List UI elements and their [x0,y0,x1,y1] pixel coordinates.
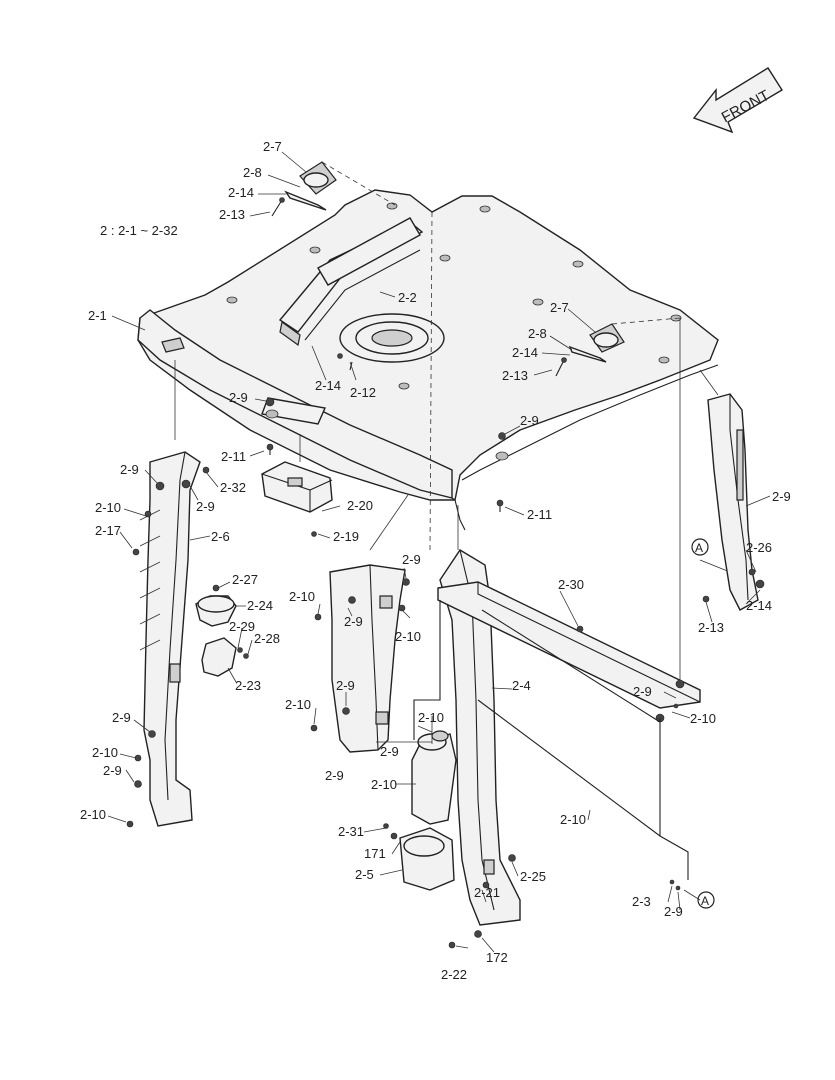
part-label: 2-32 [220,480,246,495]
part-label: 172 [486,950,508,965]
leader-lines [107,151,771,953]
part-label: 2-22 [441,967,467,982]
part-label: 171 [364,846,386,861]
part-label: 2-11 [527,507,552,522]
rear-frame-rod [413,600,689,880]
part-label: 2-13 [219,207,245,222]
part-label: 2-25 [520,869,546,884]
part-label: 2-10 [289,589,315,604]
part-label: 2-3 [632,894,651,909]
part-label: 2-10 [80,807,106,822]
alignment-lines [174,161,751,680]
part-label: 2-9 [336,678,355,693]
part-label: 2-13 [698,620,724,635]
part-label: 2-9 [664,904,683,919]
reference-mark-a: A A [669,538,715,909]
part-label: 2-29 [229,619,255,634]
part-label: 2-8 [243,165,262,180]
svg-text:A: A [701,894,709,908]
part-label: 2-9 [196,499,215,514]
part-label: 2-6 [211,529,230,544]
left-front-pillar [126,451,210,828]
part-label: 2-20 [347,498,373,513]
part-label: 2-9 [633,684,652,699]
part-label: 2-23 [235,678,261,693]
front-direction-arrow: FRONT [692,67,783,134]
part-label: 2-28 [254,631,280,646]
part-label: 2-12 [350,385,376,400]
part-label: 2-1 [88,308,107,323]
part-label: 2-7 [263,139,282,154]
part-label: 2-14 [512,345,538,360]
part-label: 2-9 [325,768,344,783]
part-label: 2-30 [558,577,584,592]
part-label: 2-10 [418,710,444,725]
part-label: 2-21 [474,885,500,900]
part-label: 2-10 [371,777,397,792]
grab-handle-assembly [195,584,249,677]
part-label: 2-14 [228,185,254,200]
part-label: 2-9 [402,552,421,567]
part-label: 2-19 [333,529,359,544]
part-label: 2-7 [550,300,569,315]
part-label: 2-9 [229,390,248,405]
part-label: 2-9 [120,462,139,477]
right-rear-pillar [702,393,765,611]
center-pillar-trim [310,564,410,753]
part-label: 2-17 [95,523,121,538]
part-label: 2-9 [380,744,399,759]
part-label: 2-10 [395,629,421,644]
part-label: 2-10 [285,697,311,712]
part-label: 2-9 [112,710,131,725]
part-label: 2-10 [95,500,121,515]
part-label: 2-2 [398,290,417,305]
svg-text:A: A [695,541,703,555]
part-label: 2-31 [338,824,364,839]
part-label: 2-14 [746,598,772,613]
part-label: 2-9 [103,763,122,778]
part-label: 2-8 [528,326,547,341]
part-label: 2-10 [560,812,586,827]
part-labels: 2-7 2-8 2-14 2-13 2-1 2-2 2-7 2-8 2-14 2… [80,139,791,982]
roof-headliner [137,161,719,531]
fire-extinguisher [383,730,457,891]
part-label: 2-26 [746,540,772,555]
part-label: 2-10 [92,745,118,760]
part-label: 2-5 [355,867,374,882]
part-label: 2-27 [232,572,258,587]
part-label: 2-9 [772,489,791,504]
part-label: 2-14 [315,378,341,393]
part-label: 2-4 [512,678,531,693]
group-note: 2 : 2-1 ~ 2-32 [100,223,178,238]
part-label: 2-10 [690,711,716,726]
part-label: 2-11 [221,449,246,464]
part-label: 2-13 [502,368,528,383]
part-label: 2-9 [520,413,539,428]
dome-lamp [261,461,333,537]
part-label: 2-24 [247,598,273,613]
part-label: 2-9 [344,614,363,629]
